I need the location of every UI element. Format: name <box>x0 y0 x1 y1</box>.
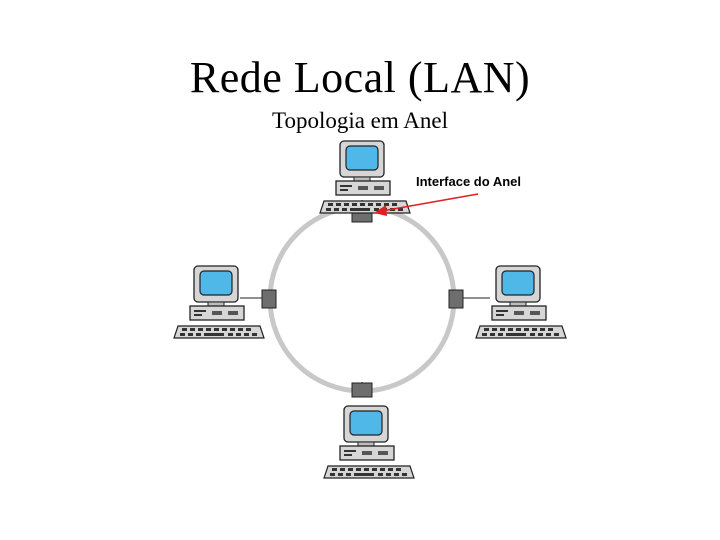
annotation-label: Interface do Anel <box>416 174 521 189</box>
ring-cable <box>267 204 457 394</box>
ring-interface-left <box>261 289 277 309</box>
ring-interface-right <box>448 289 464 309</box>
computer-left-icon <box>173 265 265 339</box>
computer-right-icon <box>475 265 567 339</box>
annotation-arrowhead-icon <box>374 205 387 216</box>
ring-interface-bottom <box>351 382 373 398</box>
computer-bottom-icon <box>323 405 415 479</box>
computer-top-icon <box>319 140 411 214</box>
annotation-arrow-line <box>381 193 479 212</box>
slide-subtitle: Topologia em Anel <box>272 108 448 133</box>
slide-title: Rede Local (LAN) <box>189 53 531 102</box>
